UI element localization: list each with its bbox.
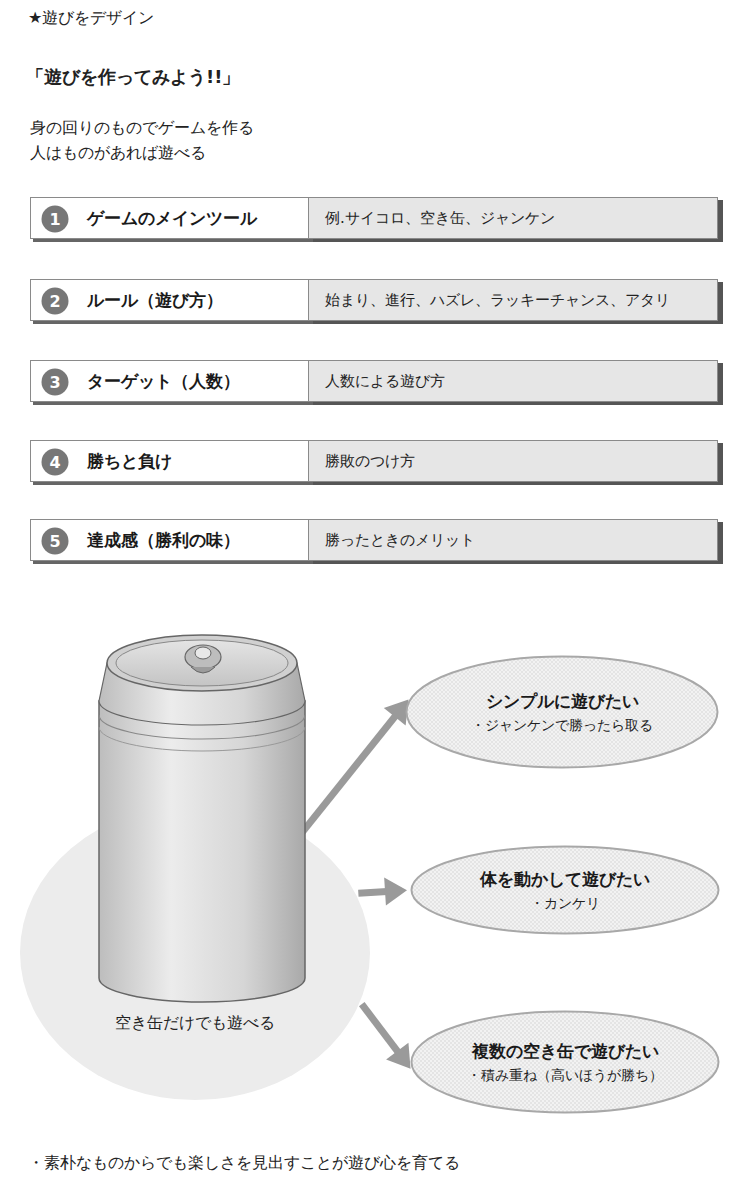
ellipse-fill [412,847,719,934]
arrow-shaft [358,891,387,893]
circle-fill [42,528,69,555]
callout-number: 1 [49,210,60,229]
idea-heading: 複数の空き缶で遊びたい [472,1040,659,1063]
ellipse-shape [410,1010,720,1114]
item-detail: 例.サイコロ、空き缶、ジャンケン [325,209,555,228]
can-illustration [95,623,309,1008]
arrow-shaft [302,715,396,832]
callout-number: 5 [49,532,60,551]
arrow-connector [302,700,408,833]
item-detail-box: 人数による遊び方 [308,360,718,402]
callout-number: 2 [49,292,60,311]
idea-ellipse: シンプルに遊びたい・ジャンケンで勝ったら取る [405,655,719,769]
arrow-connector [362,1004,411,1069]
idea-example: ・カンケリ [530,895,600,913]
note-text: 人はものがあれば遊べる [30,143,206,164]
number-circle: 4 [41,448,69,476]
arrow-connector [358,878,407,906]
number-circle: 5 [41,527,69,555]
circle-fill [42,206,69,233]
item-detail-box: 始まり、進行、ハズレ、ラッキーチャンス、アタリ [308,279,718,321]
ellipse-shape [410,845,720,935]
callout-number: 4 [49,453,60,472]
item-detail-box: 勝敗のつけ方 [308,440,718,482]
caption-text: ・素朴なものからでも楽しさを見出すことが遊び心を育てる [28,1153,460,1174]
item-label-box: ルール（遊び方） 2 [30,279,310,321]
ground-circle: 空き缶だけでも遊べる [20,805,370,1100]
note-text: ★遊びをデザイン [28,8,154,29]
ellipse-shape [405,655,719,769]
item-detail-box: 勝ったときのメリット [308,519,718,561]
arrow-head [384,878,407,906]
arrow-shaft [362,1004,399,1053]
item-label: ターゲット（人数） [87,370,240,393]
idea-ellipse: 体を動かして遊びたい・カンケリ [410,845,720,935]
idea-heading: 体を動かして遊びたい [480,868,650,891]
idea-example: ・積み重ね（高いほうが勝ち） [467,1067,663,1085]
item-label-box: 勝ちと負け 4 [30,440,310,482]
item-label: 勝ちと負け [87,450,172,473]
item-label-box: 達成感（勝利の味） 5 [30,519,310,561]
item-label-box: ゲームのメインツール 1 [30,197,310,239]
item-detail: 始まり、進行、ハズレ、ラッキーチャンス、アタリ [325,291,670,310]
ground-label: 空き缶だけでも遊べる [115,1013,275,1034]
item-detail: 勝敗のつけ方 [325,452,415,471]
circle-fill [42,369,69,396]
circle-fill [42,288,69,315]
item-detail: 人数による遊び方 [325,372,445,391]
note-text: 身の回りのものでゲームを作る [30,118,254,139]
item-label: ゲームのメインツール [87,207,257,230]
item-detail-box: 例.サイコロ、空き缶、ジャンケン [308,197,718,239]
circle-fill [42,449,69,476]
ellipse-fill [412,1012,719,1113]
title-text: 「遊びを作ってみよう!!」 [26,65,240,89]
number-circle: 2 [41,287,69,315]
number-circle: 3 [41,368,69,396]
number-circle: 1 [41,205,69,233]
item-label: ルール（遊び方） [87,289,223,312]
item-detail: 勝ったときのメリット [325,531,475,550]
item-label: 達成感（勝利の味） [87,529,240,552]
idea-heading: シンプルに遊びたい [486,690,639,713]
callout-number: 3 [49,373,60,392]
idea-example: ・ジャンケンで勝ったら取る [471,717,653,735]
ellipse-fill [407,657,718,768]
idea-ellipse: 複数の空き缶で遊びたい・積み重ね（高いほうが勝ち） [410,1010,720,1114]
ground-text-holder: 空き缶だけでも遊べる [20,1013,370,1034]
item-label-box: ターゲット（人数） 3 [30,360,310,402]
